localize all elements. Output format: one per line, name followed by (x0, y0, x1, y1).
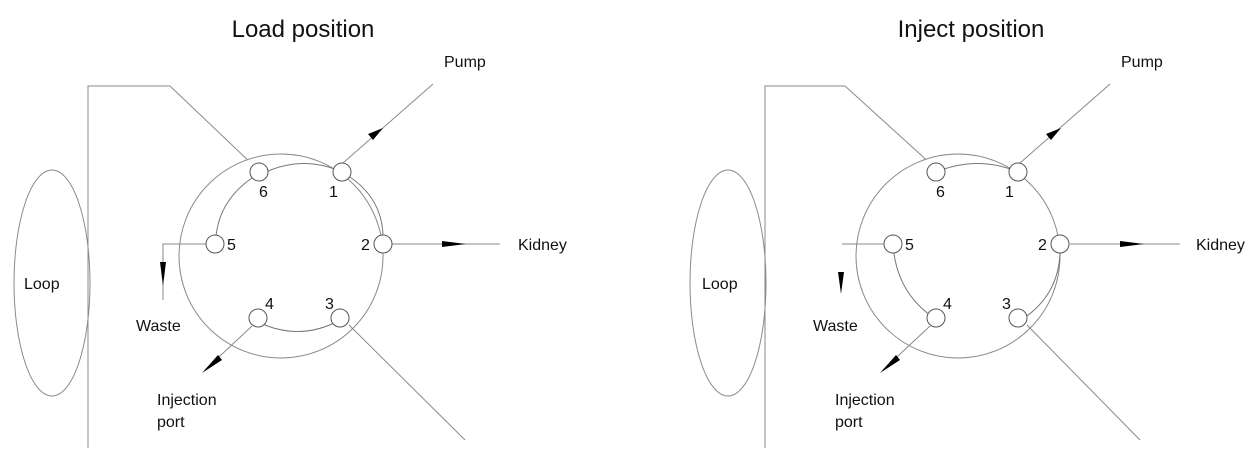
port-number-2: 2 (361, 237, 370, 254)
port-number-5: 5 (905, 237, 914, 254)
kidney-label: Kidney (518, 237, 567, 254)
kidney-arrow (1120, 241, 1144, 247)
port-number-6: 6 (259, 184, 268, 201)
waste-label: Waste (813, 318, 858, 335)
loop-line-top (764, 85, 933, 448)
channel-4-3 (257, 319, 341, 332)
channel-5-6 (215, 177, 253, 237)
pump-line (342, 83, 434, 164)
port-5 (883, 234, 903, 254)
injection-arrow (202, 355, 222, 373)
port-5 (205, 234, 225, 254)
pump-arrow (1046, 128, 1061, 140)
injection-label-line1: Injection (157, 392, 217, 409)
port-number-4: 4 (943, 296, 952, 313)
panel-title: Load position (232, 16, 375, 43)
waste-arrow (160, 262, 166, 286)
pump-label: Pump (444, 54, 486, 71)
injection-arrow (880, 355, 900, 373)
port-3 (1008, 308, 1028, 328)
port-number-6: 6 (936, 184, 945, 201)
kidney-arrow (442, 241, 466, 247)
pump-line (1019, 83, 1111, 164)
port-6 (926, 162, 946, 182)
kidney-label: Kidney (1196, 237, 1245, 254)
pump-label: Pump (1121, 54, 1163, 71)
load-position-panel: Load position Loop Pump Kidney Waste Inj… (13, 16, 567, 448)
inject-position-panel: Inject position Loop Pump Kidney Waste I… (689, 16, 1245, 448)
injection-label-line1: Injection (835, 392, 895, 409)
port-2 (1050, 234, 1070, 254)
loop-label: Loop (702, 276, 738, 293)
port-4 (926, 308, 946, 328)
port-6 (249, 162, 269, 182)
port-number-1: 1 (329, 184, 338, 201)
loop-line-bottom (1026, 324, 1141, 441)
port-number-3: 3 (325, 296, 334, 313)
port-number-2: 2 (1038, 237, 1047, 254)
port-3 (330, 308, 350, 328)
injection-label-line2: port (835, 414, 863, 431)
loop-coil (13, 169, 91, 397)
loop-line-bottom (348, 324, 466, 441)
injection-label-line2: port (157, 414, 185, 431)
loop-coil (689, 169, 767, 397)
port-number-5: 5 (227, 237, 236, 254)
port-2 (373, 234, 393, 254)
port-4 (248, 308, 268, 328)
waste-label: Waste (136, 318, 181, 335)
port-1 (1008, 162, 1028, 182)
valve-rotor (178, 153, 384, 359)
loop-label: Loop (24, 276, 60, 293)
port-number-4: 4 (265, 296, 274, 313)
loop-line-top (87, 85, 254, 448)
panel-title: Inject position (898, 16, 1045, 43)
waste-arrow (838, 272, 844, 294)
pump-arrow (368, 128, 383, 140)
port-number-1: 1 (1005, 184, 1014, 201)
port-number-3: 3 (1002, 296, 1011, 313)
port-1 (332, 162, 352, 182)
